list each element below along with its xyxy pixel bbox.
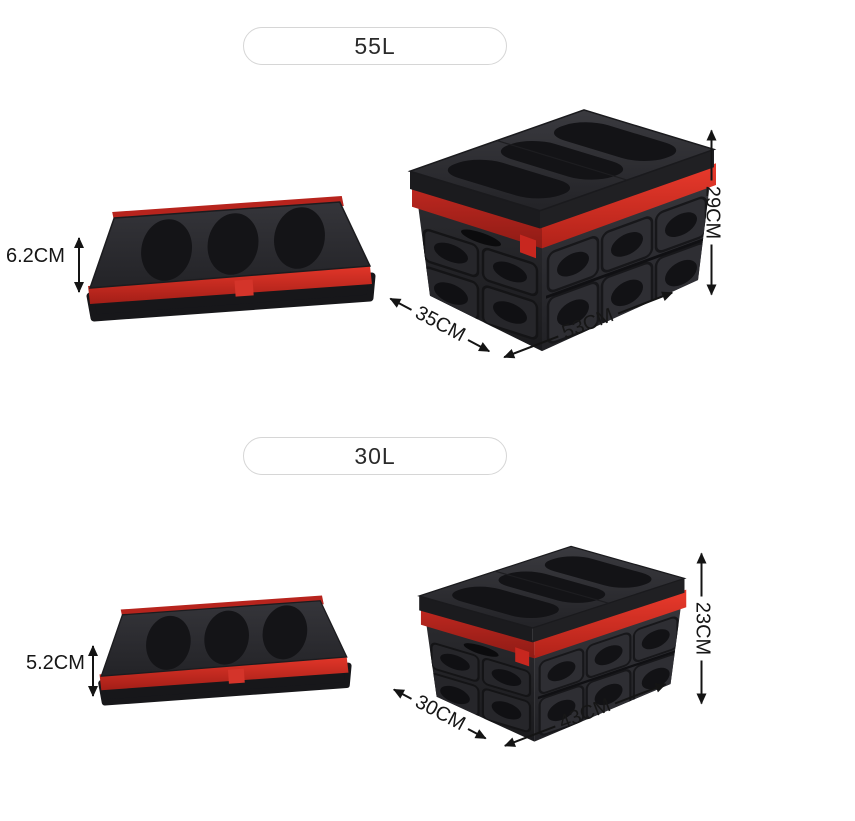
capacity-badge-55l: 55L: [243, 27, 507, 65]
lid-ovals: [422, 114, 702, 206]
lid-skirt-left: [410, 171, 540, 229]
folded-box-illustration-55l: [86, 196, 376, 322]
folded-lid-ovals: [141, 207, 325, 281]
folded-latch: [234, 279, 254, 297]
dimension-line: [467, 727, 487, 739]
dimension-line: [467, 338, 490, 352]
lid-skirt-right: [540, 149, 714, 229]
crate-red-rim-right: [534, 589, 687, 659]
height-dimension-label-55l: 29CM: [701, 185, 724, 240]
lid-skirt-left: [419, 596, 533, 643]
capacity-label-55l: 55L: [354, 32, 396, 59]
height-dimension-55l: 29CM: [701, 130, 724, 295]
capacity-badge-30l: 30L: [243, 437, 507, 475]
folded-red-band: [99, 656, 349, 691]
lid-skirt-right: [532, 578, 685, 643]
folded-height-label-30l: 5.2CM: [26, 652, 85, 674]
crate-latch: [515, 647, 530, 667]
capacity-label-30l: 30L: [354, 442, 396, 469]
folded-height-arrow-30l: [88, 645, 98, 697]
dimension-line: [711, 130, 713, 181]
folded-box-illustration-30l: [98, 595, 352, 706]
height-dimension-30l: 23CM: [691, 553, 714, 704]
dimension-line: [390, 297, 413, 311]
folded-red-band: [88, 266, 372, 304]
handle-slot: [463, 643, 499, 657]
handle-slot: [461, 229, 501, 247]
crate-red-rim-left: [420, 607, 535, 659]
folded-latch: [227, 668, 245, 684]
crate-latch: [520, 234, 536, 259]
lid-ovals: [430, 550, 674, 625]
crate-red-rim-right: [542, 163, 716, 249]
crate-red-rim-left: [412, 185, 542, 249]
folded-height-arrow-55l: [74, 237, 84, 293]
dimension-line: [701, 660, 703, 704]
height-dimension-label-30l: 23CM: [691, 601, 714, 656]
dimension-line: [701, 553, 703, 597]
assembled-box-illustration-55l: [388, 102, 718, 352]
folded-height-label-55l: 6.2CM: [6, 245, 65, 267]
assembled-box-illustration-30l: [400, 540, 688, 742]
crate-left-panels: [422, 228, 539, 340]
dimension-line: [393, 688, 413, 700]
dimension-line: [711, 244, 713, 295]
crate-left-panels: [430, 642, 532, 733]
folded-lid-ovals: [146, 605, 308, 670]
